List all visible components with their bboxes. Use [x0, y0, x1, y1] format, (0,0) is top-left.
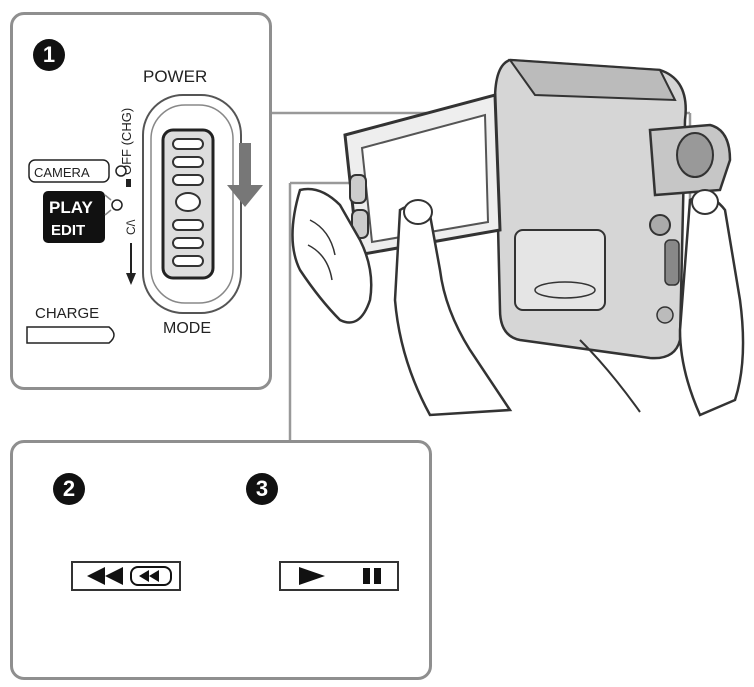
rewind-icon: [73, 563, 179, 589]
charge-label: CHARGE: [35, 305, 99, 322]
play-pause-button[interactable]: [279, 561, 399, 591]
pause-icon-bar-left: [363, 568, 370, 584]
svg-text:C/\: C/\: [124, 219, 138, 235]
play-icon: [299, 567, 325, 585]
rewind-button[interactable]: [71, 561, 181, 591]
playback-buttons-panel: 2 3: [10, 440, 432, 680]
edit-label: EDIT: [51, 222, 85, 239]
off-chg-label: OFF (CHG): [119, 108, 134, 175]
power-switch-illustration: OFF (CHG) C/\ CAMERA PLAY EDIT: [13, 15, 269, 387]
camera-label: CAMERA: [34, 165, 90, 180]
pause-icon-bar-right: [374, 568, 381, 584]
play-pause-icon: [281, 563, 397, 589]
play-label: PLAY: [49, 198, 93, 217]
step-2-number: 2: [53, 473, 85, 505]
mode-label: MODE: [163, 320, 211, 338]
camcorder-illustration: [280, 40, 750, 420]
power-switch-panel: 1 POWER OFF (CHG) C/\ CAMERA PLAY: [10, 12, 272, 390]
step-3-number: 3: [246, 473, 278, 505]
